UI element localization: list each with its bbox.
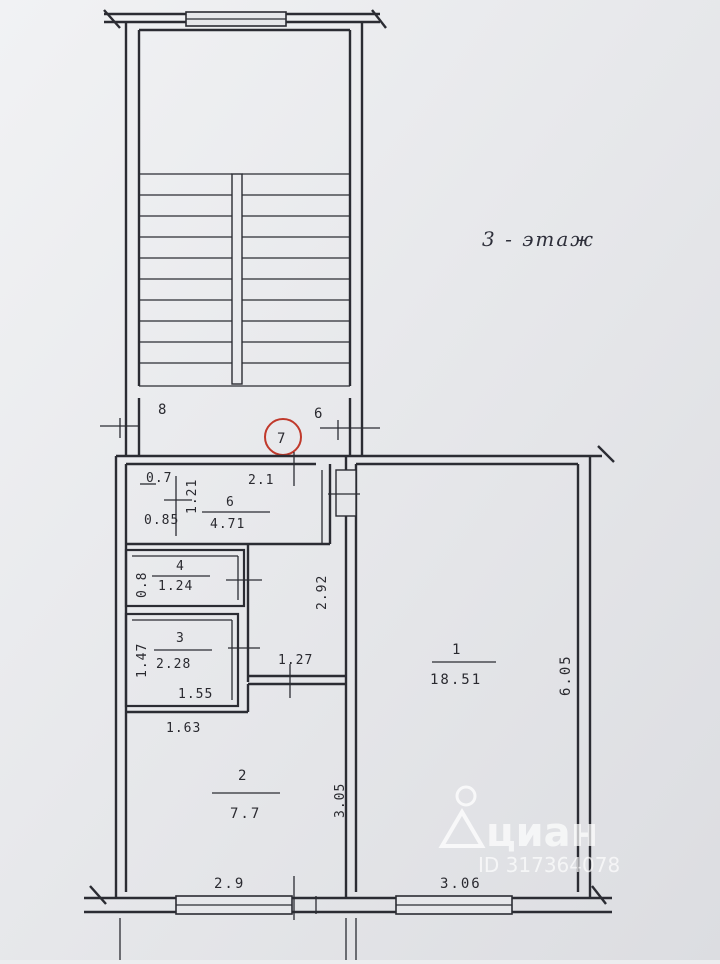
room-3-area: 2.28 <box>156 657 191 672</box>
apartment-walls <box>84 445 615 960</box>
stair-handrail <box>231 173 243 385</box>
dim-small-a: 0.7 <box>146 471 172 486</box>
dim-small-b: 1.21 <box>185 479 200 514</box>
dim-corridor-bottom: 1.27 <box>278 653 313 668</box>
room-4-area: 1.24 <box>158 579 193 594</box>
room-3-number: 3 <box>176 631 185 646</box>
watermark-brand: циан <box>486 810 598 856</box>
room-4-number: 4 <box>176 559 185 574</box>
room-1-area: 18.51 <box>430 672 482 688</box>
watermark: циан ID 317364078 <box>438 785 620 877</box>
landing-label-right: 6 <box>314 406 324 422</box>
room-1-number: 1 <box>452 642 462 658</box>
room-2-number: 2 <box>238 768 248 784</box>
inner-partitions <box>124 464 346 714</box>
dim-small-c: 0.85 <box>144 513 179 528</box>
landing-label-left: 8 <box>158 402 168 418</box>
dim-room4-side: 0.8 <box>135 572 150 598</box>
room-4: 4 1.24 <box>152 559 210 594</box>
dim-room2-top: 1.63 <box>166 721 201 736</box>
pin-icon <box>438 785 486 848</box>
dim-corridor-top: 2.1 <box>248 473 274 488</box>
stairwell <box>103 9 387 398</box>
dim-room1-side: 6.05 <box>558 654 574 696</box>
dim-corridor-side: 2.92 <box>315 575 330 610</box>
floor-label: 3 - этаж <box>482 227 595 251</box>
room-2: 2 7.7 <box>212 768 280 822</box>
door-room1 <box>335 469 357 517</box>
room-2-area: 7.7 <box>230 806 261 822</box>
room-6: 6 4.71 <box>202 495 270 532</box>
dim-room2-side: 3.05 <box>333 783 348 818</box>
room3-walls <box>124 612 240 708</box>
room-1: 1 18.51 <box>430 642 496 688</box>
watermark-id: ID 317364078 <box>478 853 620 877</box>
dim-room2-bottom: 2.9 <box>214 876 245 892</box>
dim-room3-side: 1.47 <box>135 643 150 678</box>
dimensions: 2.1 2.92 0.7 1.21 0.85 0.8 1.47 1.55 1.2… <box>135 471 574 892</box>
dim-room1-bottom: 3.06 <box>440 876 482 892</box>
room-6-area: 4.71 <box>210 517 245 532</box>
room4-walls <box>124 548 246 608</box>
stair-steps <box>139 173 350 364</box>
dim-room3-bottom: 1.55 <box>178 687 213 702</box>
room-6-number: 6 <box>226 495 235 510</box>
room-3: 3 2.28 <box>154 631 212 672</box>
landing: 8 6 7 <box>100 398 380 486</box>
entry-marker-label: 7 <box>277 431 287 447</box>
